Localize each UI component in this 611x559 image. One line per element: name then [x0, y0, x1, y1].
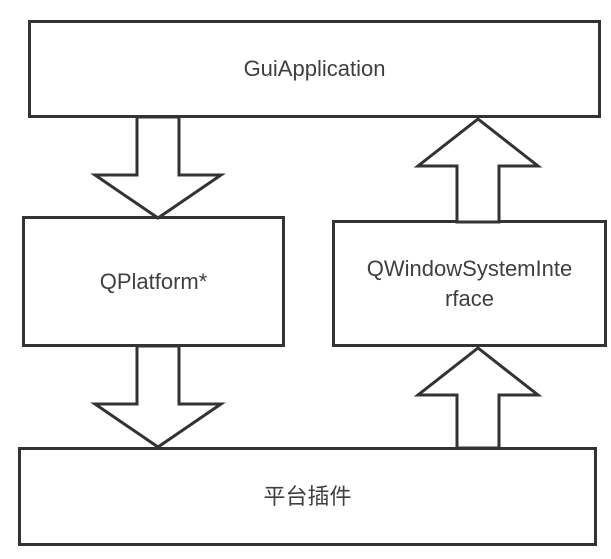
node-platform-plugin: 平台插件	[18, 447, 597, 546]
arrow-down-guiapplication-to-qplatform-icon	[90, 115, 226, 220]
node-guiapplication-label: GuiApplication	[243, 56, 386, 82]
node-platform-plugin-label: 平台插件	[263, 483, 352, 509]
node-qplatform-label: QPlatform*	[99, 268, 208, 294]
node-guiapplication: GuiApplication	[28, 20, 601, 118]
arrow-up-platform-plugin-to-qwindowsysteminterface-icon	[413, 346, 543, 450]
node-qwindowsysteminterface-label: QWindowSystemInterface	[366, 255, 573, 311]
node-qplatform: QPlatform*	[22, 216, 285, 347]
arrow-up-qwindowsysteminterface-to-guiapplication-icon	[413, 117, 543, 224]
arrow-down-qplatform-to-platform-plugin-icon	[90, 344, 226, 449]
node-qwindowsysteminterface: QWindowSystemInterface	[332, 220, 607, 347]
